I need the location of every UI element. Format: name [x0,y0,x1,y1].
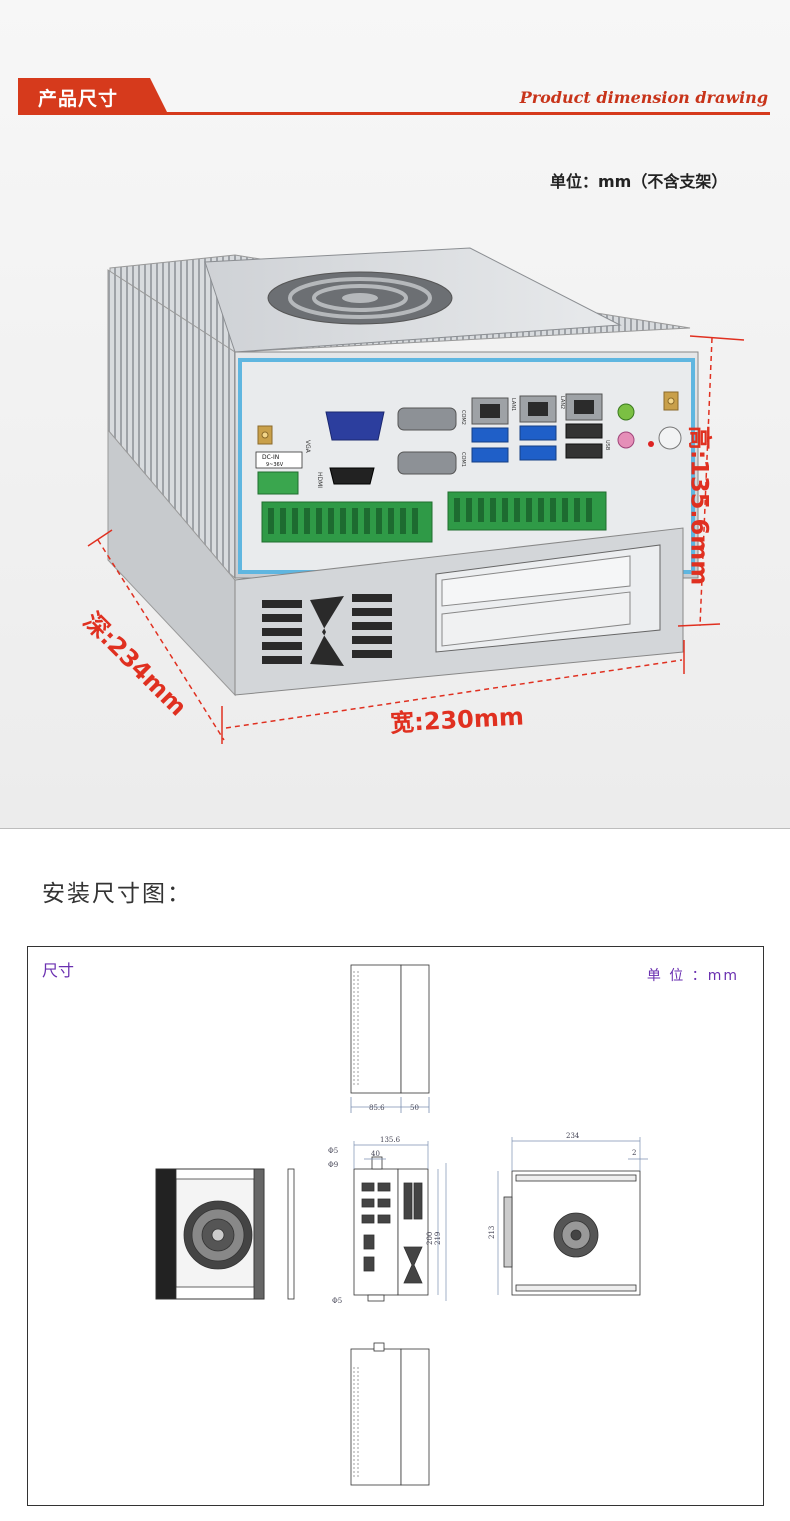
banner-underline [18,112,770,115]
top-view [350,964,430,1113]
antenna-right [663,391,679,411]
vga-label: VGA [304,440,311,454]
dc-in-label-box [255,451,303,469]
fan-side-view [155,1168,295,1300]
phi5-bottom: Φ5 [332,1297,342,1305]
vga-port [325,411,385,441]
lan1-stack: LAN1 [471,397,516,463]
phi5-top: Φ5 [328,1147,338,1155]
frame-label: 尺寸 [42,961,75,980]
lan2-stack: LAN2 [519,395,565,461]
dc-in-label: DC-IN [262,454,279,461]
hdmi-port [329,467,375,485]
product-photo: DC-IN 9~36V VGA HDMI COM2 COM1 LAN1 LAN2 [87,247,745,744]
depth-dim-line [97,539,225,741]
frame-unit: 单 位 ：mm [646,968,739,984]
power-led [648,441,654,447]
dim-40: 40 [371,1150,380,1158]
dim-50: 50 [410,1104,419,1112]
banner-title: 产品尺寸 [38,88,119,110]
vent-grille [262,594,392,666]
com2-label: COM2 [460,410,466,425]
height-dimension: 高:135.6mm [685,425,714,586]
pcie-bracket-upper [441,555,631,607]
terminal-block-left [261,501,433,543]
terminal-block-right [447,491,607,531]
dim-219: 219 [434,1232,442,1245]
dim-2: 2 [632,1149,636,1157]
bottom-view [350,1342,430,1486]
product-dimension-section: 产品尺寸 Product dimension drawing 单位：mm（不含支… [0,0,790,828]
dc-in-connector [257,471,299,495]
power-button [658,426,682,450]
unit-note: 单位：mm（不含支架） [550,172,728,191]
lan2-label: LAN2 [559,396,565,409]
side-view [503,1170,641,1296]
install-title: 安装尺寸图： [42,881,192,907]
com1-label: COM1 [460,452,466,467]
dim-135-6: 135.6 [380,1136,401,1144]
hdmi-label: HDMI [316,472,323,488]
pcie-bracket-lower [441,591,631,647]
technical-drawings: 85.6 50 [155,964,648,1486]
usb-label: USB [604,440,610,451]
front-view [353,1156,429,1302]
banner-subtitle: Product dimension drawing [519,88,768,107]
dc-range-label: 9~36V [266,462,284,468]
banner-tab [18,78,168,114]
dim-85-6: 85.6 [369,1104,385,1112]
com2-port [397,407,457,431]
dim-200: 200 [426,1232,434,1245]
section-divider [0,828,790,829]
com1-port [397,451,457,475]
dim-234: 234 [566,1132,580,1140]
audio-in-jack [617,431,635,449]
width-dim-line [225,659,683,729]
phi9: Φ9 [328,1161,338,1169]
lan1-label: LAN1 [510,398,516,411]
audio-out-jack [617,403,635,421]
installation-drawing-frame: 尺寸 单 位 ：mm 85.6 50 [27,946,764,1506]
height-dim-line [699,337,713,627]
antenna-left [257,425,273,445]
usb-stack: USB [565,393,610,459]
dim-213: 213 [488,1226,496,1239]
width-dimension: 宽:230mm [389,702,525,738]
